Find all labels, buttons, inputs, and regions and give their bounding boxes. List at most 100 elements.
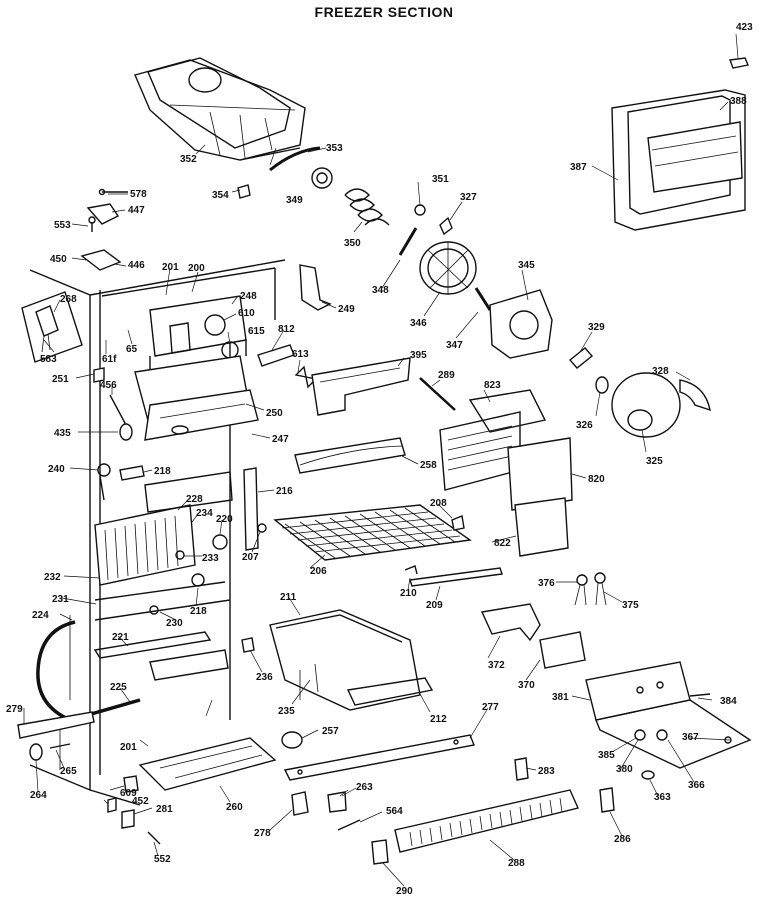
part-218a (119, 465, 145, 481)
callout-325: 325 (646, 456, 663, 467)
callout-366: 366 (688, 780, 705, 791)
callout-553: 553 (54, 220, 71, 231)
callout-326: 326 (576, 420, 593, 431)
callout-346: 346 (410, 318, 427, 329)
part-281 (121, 809, 135, 829)
callout-218b: 218 (190, 606, 207, 617)
callout-354: 354 (212, 190, 229, 201)
callout-345: 345 (518, 260, 535, 271)
relay-370 (539, 631, 586, 669)
wire-456 (109, 394, 127, 426)
drain-pan-260 (138, 737, 277, 791)
callout-423: 423 (736, 22, 753, 33)
callout-207: 207 (242, 552, 259, 563)
callout-208: 208 (430, 498, 447, 509)
bracket-249 (299, 264, 332, 311)
bar-216 (243, 467, 259, 551)
callout-446: 446 (128, 260, 145, 271)
callout-615: 615 (248, 326, 265, 337)
control-housing-248 (149, 295, 247, 372)
evaporator-cover-250 (134, 355, 259, 441)
callout-327: 327 (460, 192, 477, 203)
rail-209 (409, 567, 503, 587)
callout-235: 235 (278, 706, 295, 717)
tube-224 (36, 620, 141, 722)
callout-232: 232 (44, 572, 61, 583)
callout-265: 265 (60, 766, 77, 777)
callout-351: 351 (432, 174, 449, 185)
callout-363: 363 (654, 792, 671, 803)
callout-823: 823 (484, 380, 501, 391)
callout-367: 367 (682, 732, 699, 743)
callout-286: 286 (614, 834, 631, 845)
heater-221 (93, 581, 231, 681)
callout-278: 278 (254, 828, 271, 839)
part-257 (281, 731, 303, 749)
callout-250: 250 (266, 408, 283, 419)
gear-349 (311, 167, 333, 189)
callout-387: 387 (570, 162, 587, 173)
callout-220: 220 (216, 514, 233, 525)
callout-395: 395 (410, 350, 427, 361)
callout-201a: 201 (162, 262, 179, 273)
screw-265 (49, 743, 71, 749)
timer-325 (568, 347, 711, 438)
callout-353: 353 (326, 143, 343, 154)
control-panel-381 (585, 661, 752, 780)
roller-264 (29, 743, 43, 761)
ring-218b (191, 573, 205, 587)
clip-230 (149, 605, 159, 615)
callout-380: 380 (616, 764, 633, 775)
callout-609: 609 (120, 788, 137, 799)
freezer-panel-387 (611, 89, 746, 231)
block-251 (93, 367, 105, 383)
callout-221: 221 (112, 632, 129, 643)
callout-812: 812 (278, 324, 295, 335)
ice-bin-211 (269, 609, 434, 711)
callout-257: 257 (322, 726, 339, 737)
callout-264: 264 (30, 790, 47, 801)
callout-206: 206 (310, 566, 327, 577)
callout-388: 388 (730, 96, 747, 107)
callout-234: 234 (196, 508, 213, 519)
callout-279: 279 (6, 704, 23, 715)
callout-212: 212 (430, 714, 447, 725)
callout-230: 230 (166, 618, 183, 629)
callout-236: 236 (256, 672, 273, 683)
callout-610: 610 (238, 308, 255, 319)
callout-263: 263 (356, 782, 373, 793)
callout-375: 375 (622, 600, 639, 611)
callout-820: 820 (588, 474, 605, 485)
ice-tray-352 (134, 57, 306, 161)
clip-208 (451, 515, 465, 531)
part-327 (439, 216, 453, 236)
duct-395 (311, 357, 411, 416)
callout-247: 247 (272, 434, 289, 445)
callout-384: 384 (720, 696, 737, 707)
callout-447: 447 (128, 205, 145, 216)
rail-277 (283, 734, 475, 781)
grommet-220 (212, 534, 228, 550)
callout-349: 349 (286, 195, 303, 206)
callout-211: 211 (280, 592, 297, 603)
callout-347: 347 (446, 340, 463, 351)
part-452 (107, 797, 117, 813)
bulb-435 (119, 423, 133, 441)
bracket-279 (17, 711, 95, 739)
callout-260: 260 (226, 802, 243, 813)
callout-248: 248 (240, 291, 257, 302)
spring-350 (344, 188, 390, 226)
bracket-450 (80, 249, 122, 271)
callout-224: 224 (32, 610, 49, 621)
switch-812 (257, 344, 295, 367)
panel-258 (294, 437, 406, 474)
callout-240: 240 (48, 464, 65, 475)
clip-210 (404, 565, 418, 575)
callout-385: 385 (598, 750, 615, 761)
callout-583: 583 (40, 354, 57, 365)
damper-assembly-823 (419, 377, 573, 557)
cap-351 (414, 204, 426, 216)
clip-290 (371, 839, 389, 865)
callout-328: 328 (652, 366, 669, 377)
